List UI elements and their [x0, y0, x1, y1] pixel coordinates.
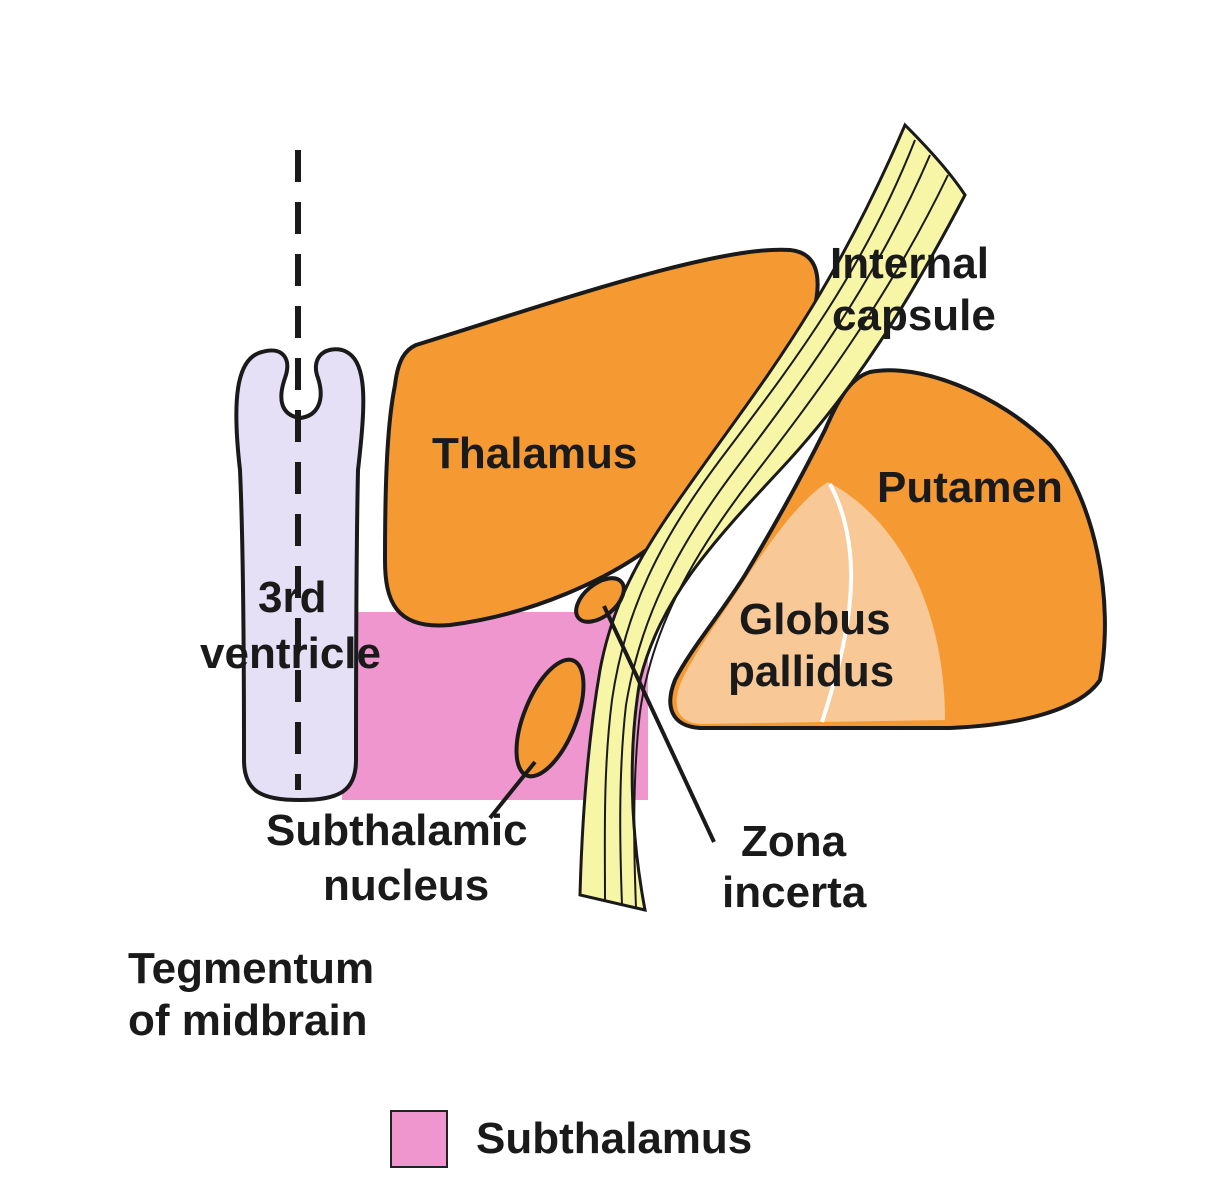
zona-incerta-pointer-line — [602, 605, 716, 843]
internal-capsule-label-line1: Internal — [830, 239, 989, 288]
capsule-fiber-2 — [619, 154, 931, 906]
globus-pallidus-shape — [676, 482, 945, 724]
third-ventricle-label-line2: ventricle — [200, 629, 381, 678]
globus-pallidus-label-line2: pallidus — [728, 647, 894, 696]
putamen-label: Putamen — [877, 463, 1063, 512]
zona-incerta-label-line1: Zona — [741, 817, 847, 866]
thalamus-label: Thalamus — [432, 429, 637, 478]
subthalamic-nucleus-label-line2: nucleus — [323, 861, 489, 910]
capsule-fiber-1 — [603, 139, 916, 901]
legend-swatch-subthalamus — [390, 1110, 448, 1168]
capsule-fiber-3 — [633, 174, 949, 909]
subthalamic-nucleus-label-line1: Subthalamic — [266, 806, 528, 855]
legend: Subthalamus — [390, 1110, 752, 1168]
legend-label: Subthalamus — [476, 1114, 753, 1163]
subthalamic-nucleus-shape — [514, 657, 586, 779]
internal-capsule-label-line2: capsule — [832, 291, 996, 340]
tegmentum-label-line1: Tegmentum — [128, 944, 374, 993]
zona-incerta-label-line2: incerta — [722, 868, 867, 917]
globus-pallidus-label-line1: Globus — [739, 595, 891, 644]
globus-pallidus-divider — [820, 483, 854, 723]
zona-incerta-shape — [574, 576, 626, 624]
tegmentum-label-line2: of midbrain — [128, 996, 368, 1045]
subthalamic-pointer-line — [488, 760, 537, 820]
third-ventricle-label-line1: 3rd — [258, 573, 326, 622]
internal-capsule-shape — [578, 122, 967, 912]
